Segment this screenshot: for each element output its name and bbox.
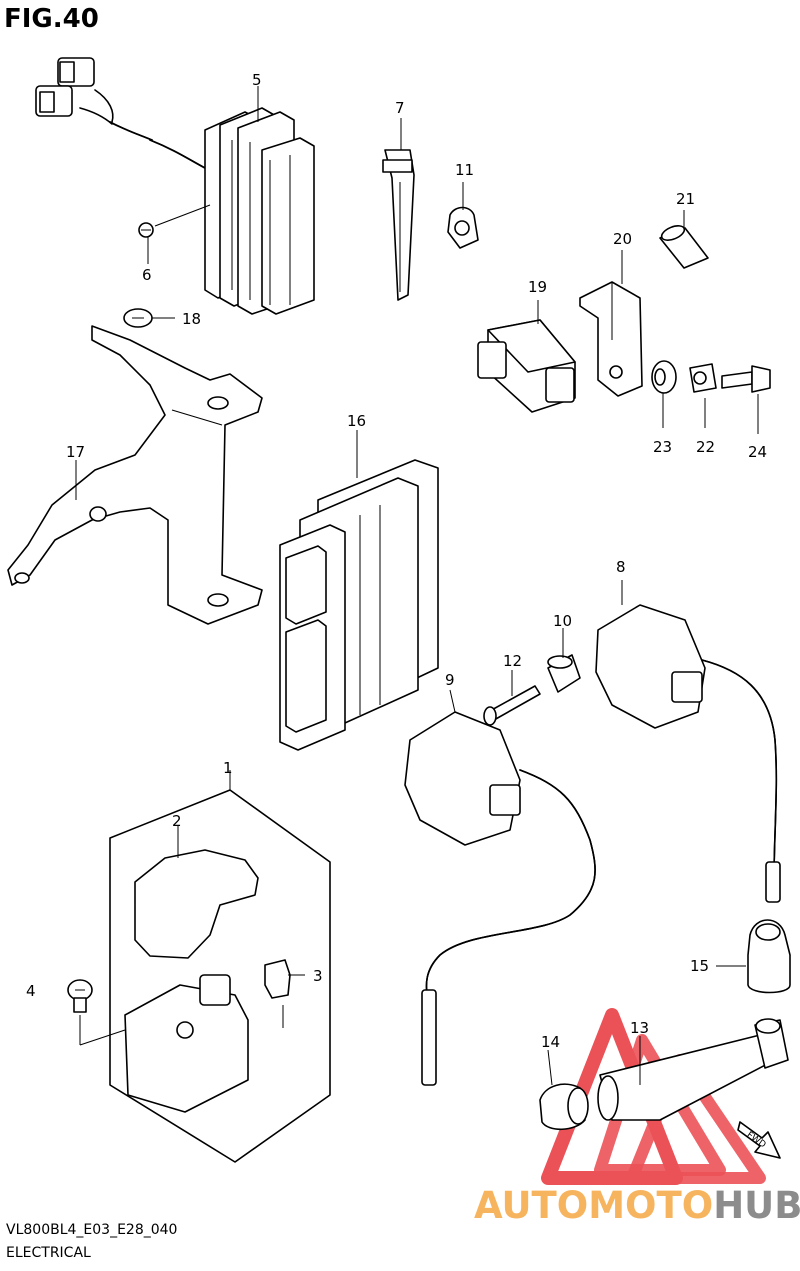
callout-labels: 1 2 3 4 5 6 7 8 9 10 11 12 13 14 15 16 1… [26, 71, 767, 1051]
callout-11: 11 [455, 161, 474, 179]
part-plug-cap [716, 919, 791, 994]
callout-24: 24 [748, 443, 767, 461]
part-starter-relay-assembly [67, 770, 331, 1163]
callout-15: 15 [690, 957, 709, 975]
callout-20: 20 [613, 230, 632, 248]
callout-10: 10 [553, 612, 572, 630]
callout-18: 18 [182, 310, 201, 328]
part-clamp-clip [447, 182, 479, 249]
diagram-code: VL800BL4_E03_E28_040 [6, 1222, 178, 1238]
callout-13: 13 [630, 1019, 649, 1037]
part-ignition-coil-9 [404, 628, 596, 1086]
watermark-text: AUTOMOTOHUB [474, 1184, 800, 1227]
part-bracket [579, 250, 643, 397]
figure-title: FIG.40 [4, 4, 99, 34]
callout-5: 5 [252, 71, 262, 89]
callout-14: 14 [541, 1033, 560, 1051]
part-regulator-rectifier [35, 57, 315, 315]
callout-6: 6 [142, 266, 152, 284]
callout-12: 12 [503, 652, 522, 670]
callout-22: 22 [696, 438, 715, 456]
callout-16: 16 [347, 412, 366, 430]
part-grommet-washer-bolt [651, 360, 771, 434]
part-relay [477, 300, 576, 413]
watermark-text-part1: AUTOMOTO [474, 1184, 714, 1227]
part-screw-18 [123, 308, 175, 328]
callout-19: 19 [528, 278, 547, 296]
callout-21: 21 [676, 190, 695, 208]
callout-3: 3 [313, 967, 323, 985]
callout-9: 9 [445, 671, 455, 689]
callout-8: 8 [616, 558, 626, 576]
part-ignition-coil-8 [595, 580, 781, 903]
callout-17: 17 [66, 443, 85, 461]
callout-4: 4 [26, 982, 36, 1000]
part-spark-plug-boot [539, 1018, 789, 1131]
callout-23: 23 [653, 438, 672, 456]
part-sleeve [659, 210, 709, 269]
callout-7: 7 [395, 99, 405, 117]
part-cable-tie [382, 118, 415, 301]
callout-1: 1 [223, 759, 233, 777]
part-ecm-unit [279, 430, 439, 751]
callout-2: 2 [172, 812, 182, 830]
part-ecm-bracket [7, 325, 263, 625]
section-name: ELECTRICAL [6, 1245, 91, 1261]
watermark-text-part2: HUB [713, 1184, 800, 1227]
